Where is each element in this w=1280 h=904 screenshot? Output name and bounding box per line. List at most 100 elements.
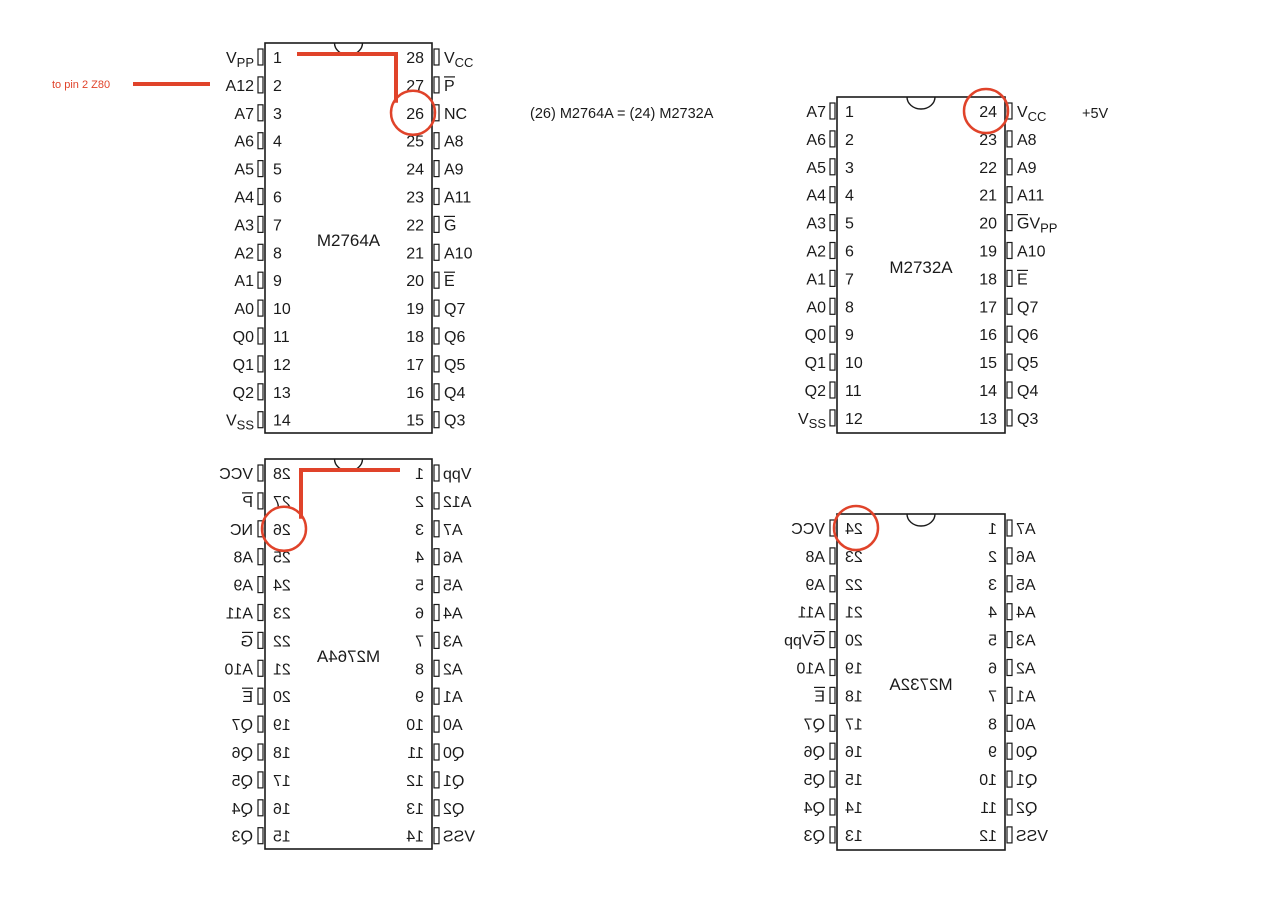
pin-tab	[257, 160, 264, 178]
pin-name: Q0	[233, 329, 254, 346]
pin-5: 5 A3	[806, 214, 854, 233]
pin-name: Q6	[444, 329, 465, 346]
pin-name: A1	[806, 271, 826, 288]
pin-tab	[257, 548, 264, 566]
pin-name: A3	[1016, 633, 1036, 650]
pin-number: 23	[406, 190, 424, 207]
pin-name: A9	[1017, 160, 1037, 177]
pin-tab	[433, 327, 440, 345]
pin-name: A10	[444, 245, 473, 262]
pin-name: A10	[796, 661, 825, 678]
pin-name: Q2	[805, 383, 826, 400]
pin-name: Q5	[804, 772, 825, 789]
highlight-circle	[260, 505, 308, 553]
pin-name: A3	[234, 217, 254, 234]
pin-number: 13	[845, 828, 863, 845]
pin-name: A11	[226, 606, 253, 623]
pin-name: Q2	[1016, 800, 1037, 817]
pin-tab	[433, 48, 440, 66]
pin-tab	[257, 603, 264, 622]
pin-6: 6A2	[806, 241, 854, 261]
pin-tab	[257, 215, 264, 233]
pin-8: 8A0	[806, 297, 854, 316]
pin-number: 2	[988, 549, 997, 566]
pin-15: 15 Q5	[804, 770, 863, 789]
pin-name: VSS	[1016, 828, 1048, 845]
pin-number: 15	[845, 772, 863, 789]
pin-tab	[257, 575, 264, 594]
pin-name: G	[241, 633, 253, 650]
pin-number: 17	[979, 299, 997, 316]
chip-body	[264, 42, 433, 434]
pin-number: 4	[273, 134, 282, 151]
pin-name: Q1	[443, 773, 464, 790]
pin-name: A8	[805, 549, 825, 566]
pin-name: A2	[443, 661, 463, 678]
vpp-nc-wire	[297, 52, 398, 103]
pin-tab	[1006, 158, 1013, 176]
pin-tab	[433, 187, 440, 206]
pin-number: 13	[273, 385, 291, 402]
pin-tab	[433, 548, 440, 566]
pin-number: 5	[845, 216, 854, 233]
pin-name: A3	[806, 216, 826, 233]
pin-number: 20	[406, 273, 424, 290]
pin-tab	[829, 186, 836, 204]
pin-name: A6	[443, 550, 463, 567]
pin-5: 5A5	[234, 160, 282, 179]
pin-tab	[433, 132, 440, 150]
pin-tab	[257, 76, 264, 94]
pin-name: Q2	[443, 801, 464, 818]
chip-body	[836, 96, 1006, 434]
pin-number: 28	[406, 50, 424, 67]
pin-name: VCC	[444, 50, 473, 70]
pin-name: A8	[1017, 132, 1037, 149]
pin-number: 1	[415, 466, 424, 483]
pin-number: 22	[273, 633, 291, 650]
pin-name: A11	[798, 605, 825, 622]
pin-name: A8	[233, 550, 253, 567]
pin-4: 4A6	[234, 132, 282, 151]
pin-7: 7A1	[806, 269, 854, 288]
pin-number: 21	[273, 661, 291, 678]
pin-tab	[1006, 381, 1013, 399]
pin-number: 18	[273, 745, 291, 762]
pin-tab	[829, 603, 836, 621]
pin-tab	[433, 355, 440, 373]
pin-tab	[433, 299, 440, 317]
pin-tab	[433, 659, 440, 677]
pin-tab	[1006, 186, 1013, 204]
pin-name: A5	[234, 162, 254, 179]
pin-tab	[257, 132, 264, 150]
pin-name: A1	[234, 273, 254, 290]
pin-tab	[433, 383, 440, 401]
highlight-circle	[832, 504, 880, 552]
pin-number: 6	[273, 190, 282, 207]
pin-name: A9	[805, 577, 825, 594]
pin-name: Q6	[804, 744, 825, 761]
pin-tab	[1006, 603, 1013, 621]
pin-number: 2	[273, 78, 282, 95]
pin-number: 22	[406, 217, 424, 234]
